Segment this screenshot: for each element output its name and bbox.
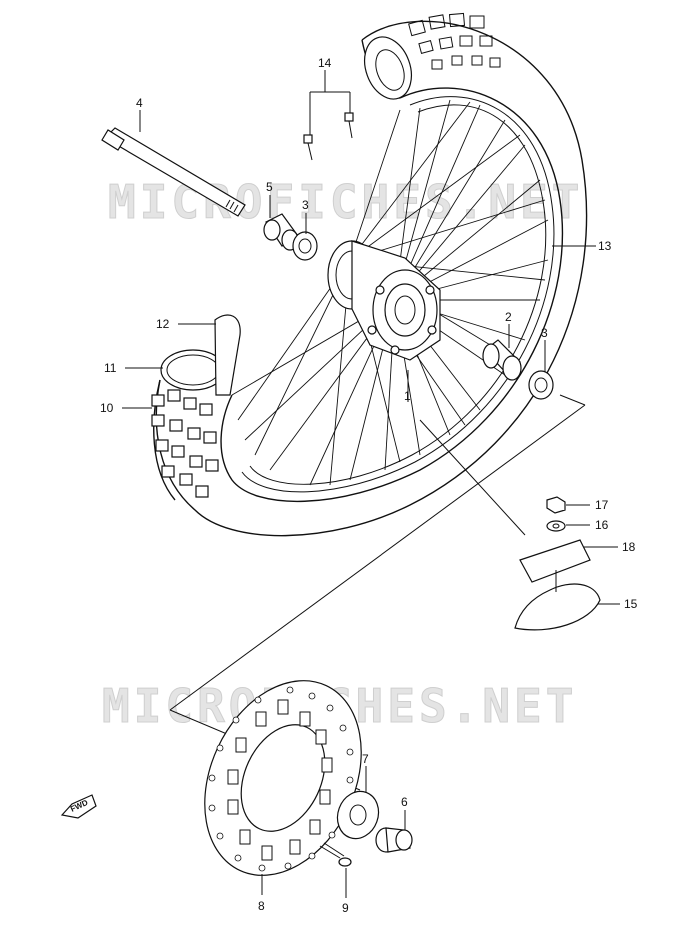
disc-cover bbox=[336, 790, 380, 840]
callout-8: 8 bbox=[258, 899, 265, 913]
bearing-left bbox=[292, 231, 318, 261]
callout-12: 12 bbox=[156, 317, 170, 331]
axle bbox=[101, 127, 246, 217]
fwd-direction-badge: FWD bbox=[60, 794, 97, 819]
tube-and-rimband bbox=[160, 314, 241, 396]
fwd-arrow-icon bbox=[60, 794, 97, 819]
callout-4: 4 bbox=[136, 96, 143, 110]
callout-14: 14 bbox=[318, 56, 332, 70]
tire bbox=[151, 12, 588, 537]
callout-11: 11 bbox=[104, 361, 117, 375]
callout-3-right: 3 bbox=[541, 326, 548, 340]
spacer bbox=[263, 213, 299, 251]
disc-bolt bbox=[319, 842, 352, 867]
callout-leaders bbox=[122, 70, 620, 898]
hub-spacer bbox=[375, 827, 413, 853]
brake-disc bbox=[204, 680, 362, 876]
callout-1: 1 bbox=[404, 389, 411, 403]
callout-18: 18 bbox=[622, 540, 636, 554]
callout-17: 17 bbox=[595, 498, 609, 512]
callout-2: 2 bbox=[505, 310, 512, 324]
collar bbox=[482, 339, 522, 381]
callout-10: 10 bbox=[100, 401, 114, 415]
callout-3-left: 3 bbox=[302, 198, 309, 212]
callout-numbers: 1 2 3 3 4 5 6 7 8 9 10 11 12 13 14 15 16… bbox=[100, 56, 638, 915]
callout-5: 5 bbox=[266, 180, 273, 194]
callout-15: 15 bbox=[624, 597, 638, 611]
callout-9: 9 bbox=[342, 901, 349, 915]
watermark-top: MICROFICHES.NET bbox=[108, 175, 583, 229]
bearing-right bbox=[528, 370, 554, 400]
rim-lock bbox=[514, 496, 601, 631]
callout-16: 16 bbox=[595, 518, 609, 532]
callout-7: 7 bbox=[362, 752, 369, 766]
spoke-nipples bbox=[303, 112, 354, 161]
callout-13: 13 bbox=[598, 239, 612, 253]
hub bbox=[327, 240, 441, 361]
callout-6: 6 bbox=[401, 795, 408, 809]
